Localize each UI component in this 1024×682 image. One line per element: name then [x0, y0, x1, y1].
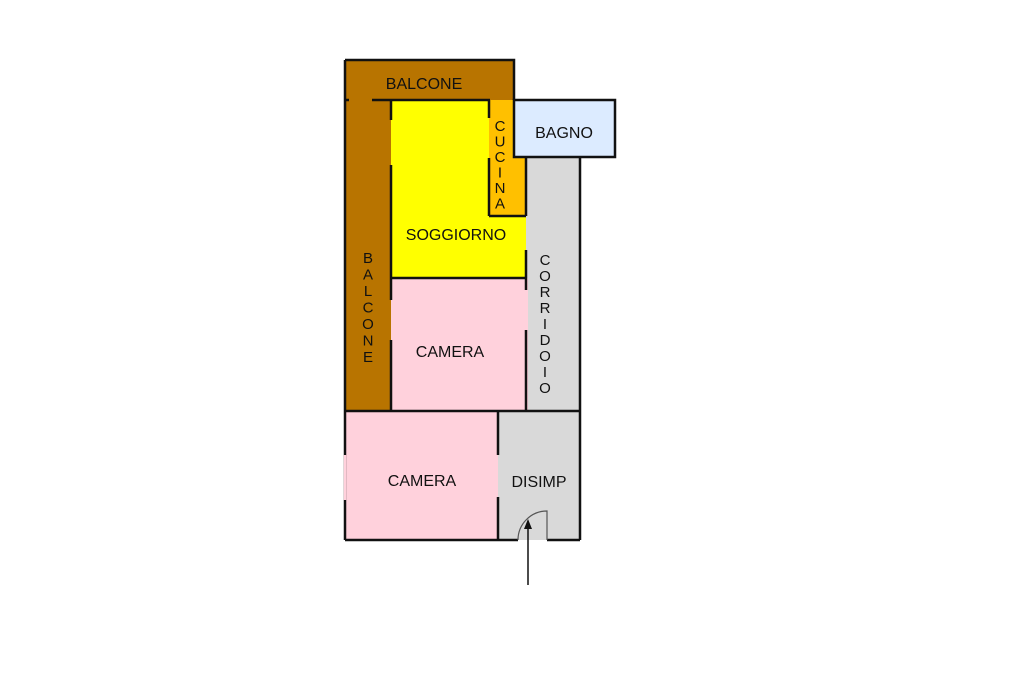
vertical-label-letter: N [495, 180, 506, 197]
vertical-label-letter: I [543, 364, 547, 381]
vertical-label-letter: D [540, 332, 551, 349]
balcone-top-area [345, 60, 514, 100]
vertical-label-letter: C [540, 252, 551, 269]
camera-1-label: CAMERA [416, 344, 485, 361]
vertical-label-letter: L [364, 283, 372, 300]
balcone-left-label: BALCONE [362, 250, 374, 366]
entrance-arrow-icon [524, 519, 532, 585]
camera-2-label: CAMERA [388, 473, 457, 490]
vertical-label-letter: R [540, 284, 551, 301]
vertical-label-letter: O [539, 268, 551, 285]
balcone-top-label: BALCONE [386, 76, 462, 93]
camera-1-area [391, 278, 528, 411]
vertical-label-letter: U [495, 134, 506, 151]
bagno-label: BAGNO [535, 125, 593, 142]
vertical-label-letter: O [539, 380, 551, 397]
disimp-label: DISIMP [511, 474, 566, 491]
corridoio-area [526, 157, 580, 411]
bagno-area [514, 100, 615, 157]
vertical-label-letter: C [363, 300, 374, 317]
vertical-label-letter: O [539, 348, 551, 365]
soggiorno-label: SOGGIORNO [406, 227, 506, 244]
walls [343, 58, 617, 542]
disimp-area [498, 411, 580, 540]
balcone-left-area [345, 100, 391, 411]
vertical-label-letter: O [362, 316, 374, 333]
vertical-label-letter: A [363, 267, 373, 284]
camera-2-area [345, 411, 498, 540]
vertical-label-letter: N [363, 333, 374, 350]
vertical-label-letter: B [363, 250, 373, 267]
door-swing-icon [517, 510, 548, 541]
vertical-label-letter: R [540, 300, 551, 317]
vertical-label-letter: A [495, 196, 505, 213]
vertical-label-letter: E [363, 349, 373, 366]
vertical-label-letter: I [498, 165, 502, 182]
vertical-label-letter: C [495, 118, 506, 135]
vertical-label-letter: C [495, 149, 506, 166]
vertical-label-letter: I [543, 316, 547, 333]
